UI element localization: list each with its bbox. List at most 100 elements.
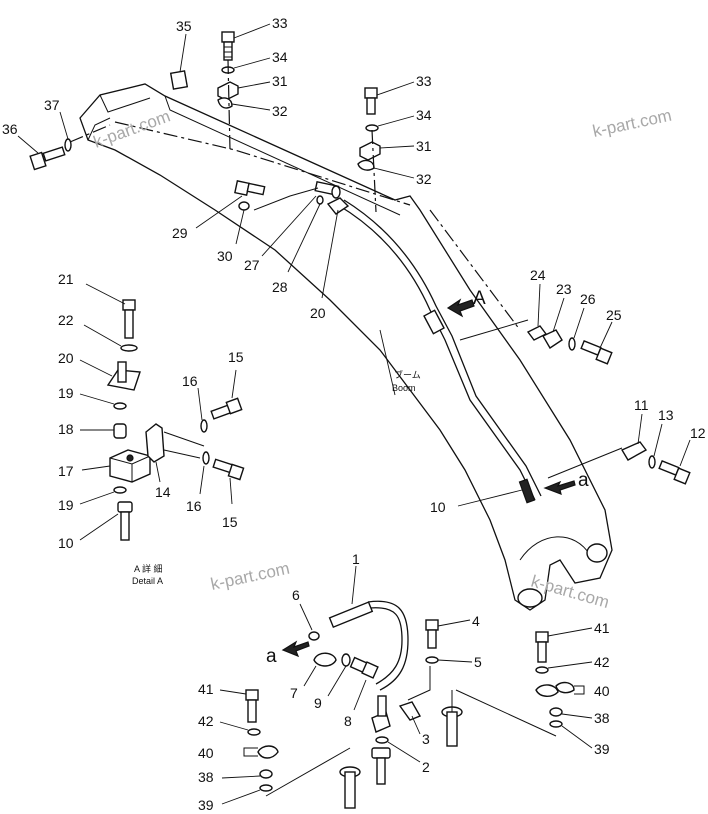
part-number-12: 12: [690, 425, 706, 441]
fitting-3: 3: [371, 695, 430, 747]
washer-37: 37: [44, 97, 72, 152]
clamp-32-b: 32: [357, 159, 432, 187]
washer-5: 5: [425, 654, 482, 670]
o-ring-19-a: 19: [58, 385, 127, 410]
bracket-14: 14: [145, 423, 171, 500]
bolt-33-b: 33: [364, 73, 432, 115]
clamp-32-a: 32: [217, 97, 288, 119]
o-ring-28: 28: [272, 195, 324, 295]
stud-right: [441, 689, 557, 747]
part-number-19-a: 19: [58, 385, 74, 401]
washer-34-b: 34: [365, 107, 432, 132]
elbow-20-a: 20: [310, 197, 350, 321]
o-ring-19-b: 19: [58, 486, 127, 513]
part-number-13: 13: [658, 407, 674, 423]
part-number-2: 2: [422, 759, 430, 775]
part-number-39-left: 39: [198, 797, 214, 813]
o-ring-2: 2: [371, 736, 430, 785]
part-number-16-b: 16: [186, 498, 202, 514]
part-number-42-left: 42: [198, 713, 214, 729]
bolt-15-a: 15: [210, 349, 244, 420]
detail-caption-jp: A 詳 細: [134, 563, 163, 574]
clamp-11: 11: [620, 397, 649, 461]
washer-16-b: 16: [186, 451, 210, 514]
spacer-38-left: 38: [198, 769, 273, 785]
bracket-24: 24: [526, 267, 548, 341]
part-number-21: 21: [58, 271, 74, 287]
clamp-7: 7: [290, 652, 337, 701]
block-35: 35: [169, 18, 192, 90]
washer-26: 26: [568, 291, 596, 351]
fitting-18: 18: [58, 421, 127, 439]
part-number-20-a: 20: [310, 305, 326, 321]
fitting-27: 27: [244, 180, 341, 273]
view-letter-A: A: [473, 288, 486, 309]
grease-hose-lower: [328, 600, 409, 691]
block-17: 17: [58, 449, 151, 483]
stud-left: [265, 747, 361, 809]
arrow-a-lower: a: [266, 640, 310, 667]
boom-label: ブーム Boom: [379, 329, 421, 396]
part-number-4: 4: [472, 613, 480, 629]
part-number-16-a: 16: [182, 373, 198, 389]
boom-assembly: [79, 83, 613, 611]
part-number-33-b: 33: [416, 73, 432, 89]
part-number-25: 25: [606, 307, 622, 323]
bolt-33-a: 33: [221, 15, 288, 61]
part-number-40-right: 40: [594, 683, 610, 699]
watermark-3: k-part.com: [209, 559, 291, 594]
washer-13: 13: [648, 407, 674, 469]
part-number-29: 29: [172, 225, 188, 241]
part-number-5: 5: [474, 654, 482, 670]
clamp-40-right: 40: [535, 681, 610, 699]
part-number-38-left: 38: [198, 769, 214, 785]
o-ring-6: 6: [292, 587, 320, 641]
washer-9: 9: [314, 653, 351, 711]
part-number-31-b: 31: [416, 138, 432, 154]
part-number-24: 24: [530, 267, 546, 283]
part-number-22: 22: [58, 312, 74, 328]
part-number-9: 9: [314, 695, 322, 711]
washer-16-a: 16: [182, 373, 208, 433]
clamp-31-b: 31: [359, 138, 432, 161]
grease-hose-upper: [337, 199, 542, 504]
part-number-28: 28: [272, 279, 288, 295]
view-letter-a-boom: a: [578, 470, 589, 491]
part-number-10-detail: 10: [58, 535, 74, 551]
part-number-23: 23: [556, 281, 572, 297]
watermark-1: k-part.com: [91, 106, 173, 151]
bolt-36: 36: [2, 121, 66, 171]
part-number-41-right: 41: [594, 620, 610, 636]
bolt-21: 21: [58, 271, 136, 339]
washer-22: 22: [58, 312, 138, 352]
part-number-42-right: 42: [594, 654, 610, 670]
part-number-30: 30: [217, 248, 233, 264]
hose-10-boom: 10 a: [430, 470, 589, 515]
part-number-34-b: 34: [416, 107, 432, 123]
bolt-4: 4: [425, 613, 480, 649]
clamp-31-a: 31: [217, 73, 288, 101]
part-number-41-left: 41: [198, 681, 214, 697]
part-number-34-a: 34: [272, 49, 288, 65]
part-number-3: 3: [422, 731, 430, 747]
bolt-41-left: 41: [198, 681, 259, 723]
boom-label-en: Boom: [392, 383, 416, 393]
clamp-23: 23: [542, 281, 572, 349]
bolt-15-b: 15: [212, 458, 245, 530]
part-number-39-right: 39: [594, 741, 610, 757]
part-number-19-b: 19: [58, 497, 74, 513]
bolt-41-right: 41: [535, 620, 610, 663]
washer-30: 30: [217, 201, 250, 264]
part-number-37: 37: [44, 97, 60, 113]
part-number-38-right: 38: [594, 710, 610, 726]
part-number-15-a: 15: [228, 349, 244, 365]
clamp-40-left: 40: [198, 745, 279, 761]
bolt-25: 25: [580, 307, 622, 365]
part-number-14: 14: [155, 484, 171, 500]
fitting-10-detail: 10: [58, 501, 133, 551]
detail-caption-en: Detail A: [132, 576, 163, 586]
o-ring-39-right: 39: [549, 720, 610, 757]
washer-42-left: 42: [198, 713, 261, 736]
bolt-8: 8: [344, 656, 379, 729]
